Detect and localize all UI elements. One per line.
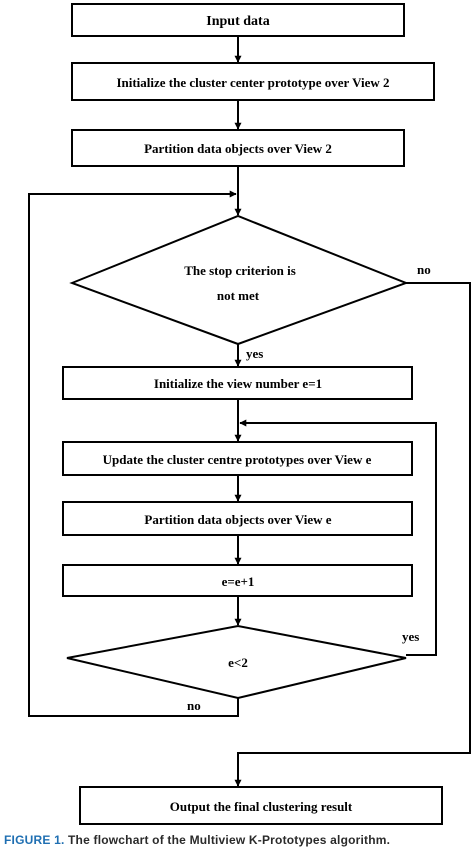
partition-view-e-box: Partition data objects over View e [62,501,413,536]
init-prototype-label: Initialize the cluster center prototype … [116,75,389,90]
label-no-stop: no [417,262,431,277]
input-data-box: Input data [71,3,405,37]
output-box: Output the final clustering result [79,786,443,825]
label-no-condition: no [187,698,201,713]
loop-yes-to-update [239,419,437,656]
label-yes-stop: yes [246,346,263,361]
stop-criterion-label-line1: The stop criterion is [184,263,296,278]
init-prototype-box: Initialize the cluster center prototype … [71,62,435,101]
stop-criterion-decision: The stop criterion is not met [69,214,409,346]
partition-view-e-label: Partition data objects over View e [144,512,331,527]
init-view-box: Initialize the view number e=1 [62,366,413,400]
partition-view2-box: Partition data objects over View 2 [71,129,405,167]
output-label: Output the final clustering result [170,799,353,814]
view-condition-decision: e<2 [66,624,407,700]
input-data-label: Input data [206,14,269,29]
partition-view2-label: Partition data objects over View 2 [144,141,332,156]
flowchart-diagram: Input data Initialize the cluster center… [28,3,471,825]
figure-caption: FIGURE 1. The flowchart of the Multiview… [4,833,472,849]
label-yes-condition: yes [402,629,419,644]
update-prototypes-label: Update the cluster centre prototypes ove… [103,452,372,467]
arrow-decision-no-to-output [234,282,471,787]
init-view-label: Initialize the view number e=1 [154,376,322,391]
loop-no-to-stop-criterion [28,190,239,717]
figure-caption-text: The flowchart of the Multiview K-Prototy… [68,833,391,847]
increment-box: e=e+1 [62,564,413,597]
increment-label: e=e+1 [222,574,255,589]
figure-label: FIGURE 1. [4,833,65,847]
view-condition-label: e<2 [228,655,248,670]
update-prototypes-box: Update the cluster centre prototypes ove… [62,441,413,476]
stop-criterion-label-line2: not met [217,288,260,303]
